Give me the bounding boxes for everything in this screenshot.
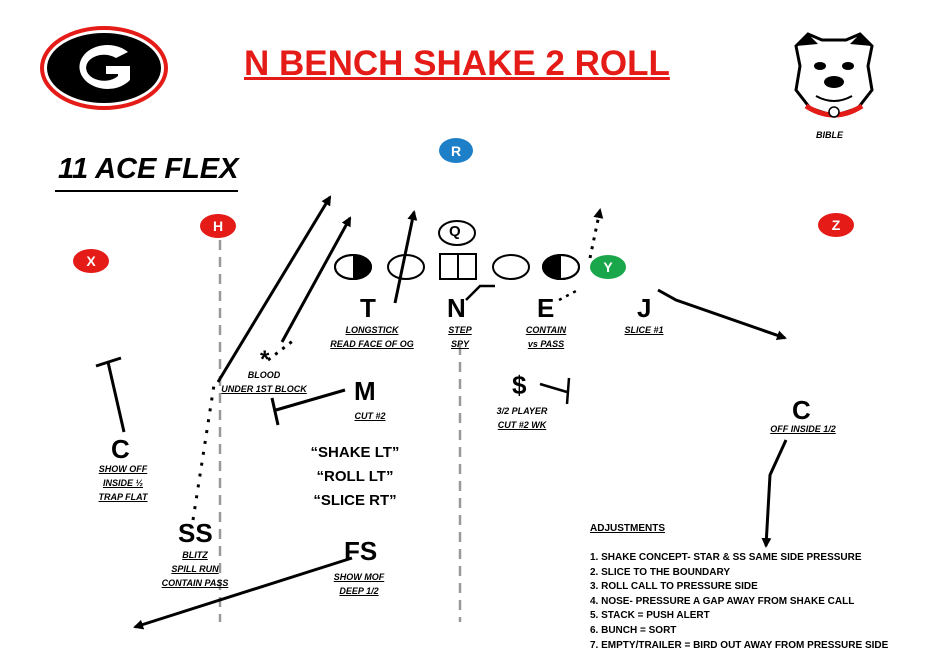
defender-j: J [637, 293, 652, 323]
defender-ss: SS [178, 518, 213, 548]
offense-x: X [73, 249, 109, 273]
nose-step [465, 284, 495, 301]
bulldog-mascot [794, 32, 874, 118]
defender-star: * [260, 346, 270, 373]
mascot-label: BIBLE [816, 130, 843, 140]
fs-arrow [133, 556, 353, 630]
offense-h: H [200, 214, 236, 238]
offensive-line [334, 253, 580, 280]
defender-m: M [354, 376, 376, 406]
adjustment-item: 3. ROLL CALL TO PRESSURE SIDE [590, 581, 758, 593]
adjustment-item: 5. STACK = PUSH ALERT [590, 610, 710, 622]
defender-corner-right-notes: OFF INSIDE 1/2 [770, 424, 836, 434]
corner-left-line [106, 361, 126, 433]
adjustment-item: 7. EMPTY/TRAILER = BIRD OUT AWAY FROM PR… [590, 639, 889, 651]
play-calls: “SHAKE LT”“ROLL LT”“SLICE RT” [310, 444, 400, 509]
blood-arrow [280, 216, 352, 343]
defender-n: N [447, 293, 466, 323]
star-path-arrow [216, 195, 332, 383]
defender-e: E [537, 293, 555, 323]
defender-corner-right: C [792, 395, 811, 425]
defender-dollar: $ [512, 370, 527, 400]
corner-right-arrow [761, 439, 788, 548]
slice-arrow [657, 288, 787, 341]
end-dots [558, 288, 579, 302]
dollar-cut [539, 382, 568, 394]
y-route [588, 208, 604, 259]
adjustments-list: 1. SHAKE CONCEPT- STAR & SS SAME SIDE PR… [590, 551, 888, 653]
mike-cut [275, 388, 346, 412]
ss-dots [191, 384, 216, 521]
defender-fs: FS [344, 536, 378, 566]
defender-j-notes: SLICE #1 [624, 325, 664, 335]
defender-t: T [360, 293, 376, 323]
mike-cut-tee [270, 397, 280, 426]
adjustments-title: ADJUSTMENTS [590, 523, 666, 534]
adjustment-item: 6. BUNCH = SORT [590, 624, 677, 636]
offense-r: R [439, 138, 473, 163]
qb-shape [438, 220, 476, 246]
corner-left-tee [95, 356, 122, 368]
defender-m-notes: CUT #2 [354, 411, 386, 421]
formation-label: 11 ACE FLEX [58, 153, 239, 185]
offense-z: Z [818, 213, 854, 237]
georgia-logo [40, 26, 168, 110]
play-title: N BENCH SHAKE 2 ROLL [244, 44, 670, 83]
star-dots [267, 338, 295, 362]
offense-y: Y [590, 255, 626, 279]
adjustment-item: 4. NOSE- PRESSURE A GAP AWAY FROM SHAKE … [590, 595, 855, 607]
formation-underline [55, 190, 238, 192]
tackle-arrow [393, 210, 418, 304]
offense-q: Q [449, 223, 461, 240]
adjustment-item: 1. SHAKE CONCEPT- STAR & SS SAME SIDE PR… [590, 552, 862, 563]
adjustment-item: 2. SLICE TO THE BOUNDARY [590, 566, 731, 578]
defender-corner-left: C [111, 434, 130, 464]
dollar-cut-tee [565, 377, 571, 405]
